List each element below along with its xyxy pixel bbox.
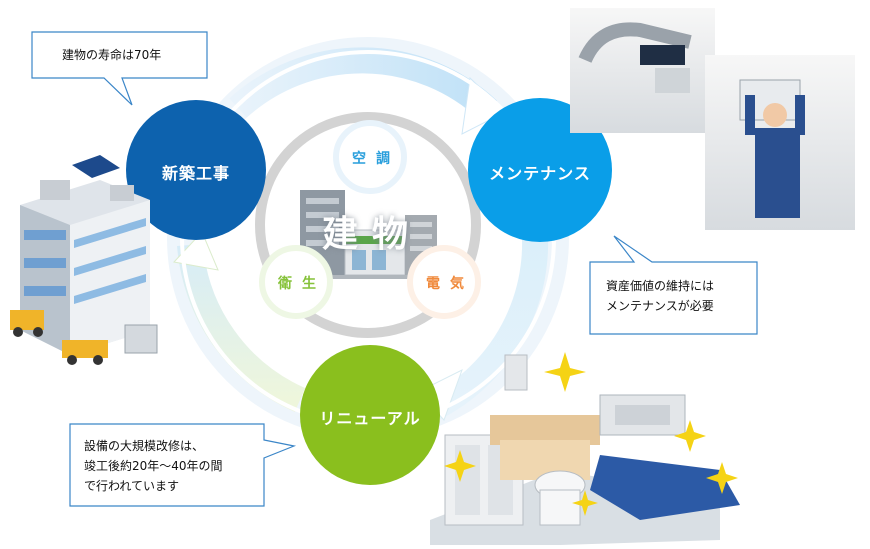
maintenance-label: メンテナンス [489,164,591,183]
electrical-label: 電気 [426,276,474,292]
callout-renewal-line3: で行われています [84,479,180,493]
callout-renewal-text: 設備の大規模改修は、 竣工後約20年～40年の間 で行われています [84,436,223,496]
sanitary-label: 衛生 [278,276,326,292]
sanitary-circle [259,245,333,319]
callout-maintenance-text: 資産価値の維持には メンテナンスが必要 [606,276,714,316]
hvac-circle [333,120,407,194]
arc-left [177,243,306,412]
new-building-illustration [10,155,158,365]
callout-renewal [69,423,297,507]
renewal-circle [300,345,440,485]
maintenance-illustration [570,8,855,230]
callout-maintenance-line2: メンテナンスが必要 [606,299,714,313]
callout-maintenance [589,235,758,335]
new-construction-label: 新築工事 [161,164,230,183]
callout-renewal-line2: 竣工後約20年～40年の間 [84,459,223,473]
hvac-label: 空調 [352,151,400,167]
arc-top [229,47,497,120]
maintenance-circle [468,98,612,242]
callout-renewal-line1: 設備の大規模改修は、 [84,439,205,453]
callout-lifespan-text: 建物の寿命は70年 [62,48,162,62]
electrical-circle [407,245,481,319]
center-building-label: 建物 [322,214,423,255]
new-construction-circle [126,100,266,240]
renewal-illustration [430,352,740,545]
callout-maintenance-line1: 資産価値の維持には [606,279,715,293]
callout-lifespan [31,31,208,106]
renewal-label: リニューアル [319,409,421,428]
inner-ring [255,112,481,338]
